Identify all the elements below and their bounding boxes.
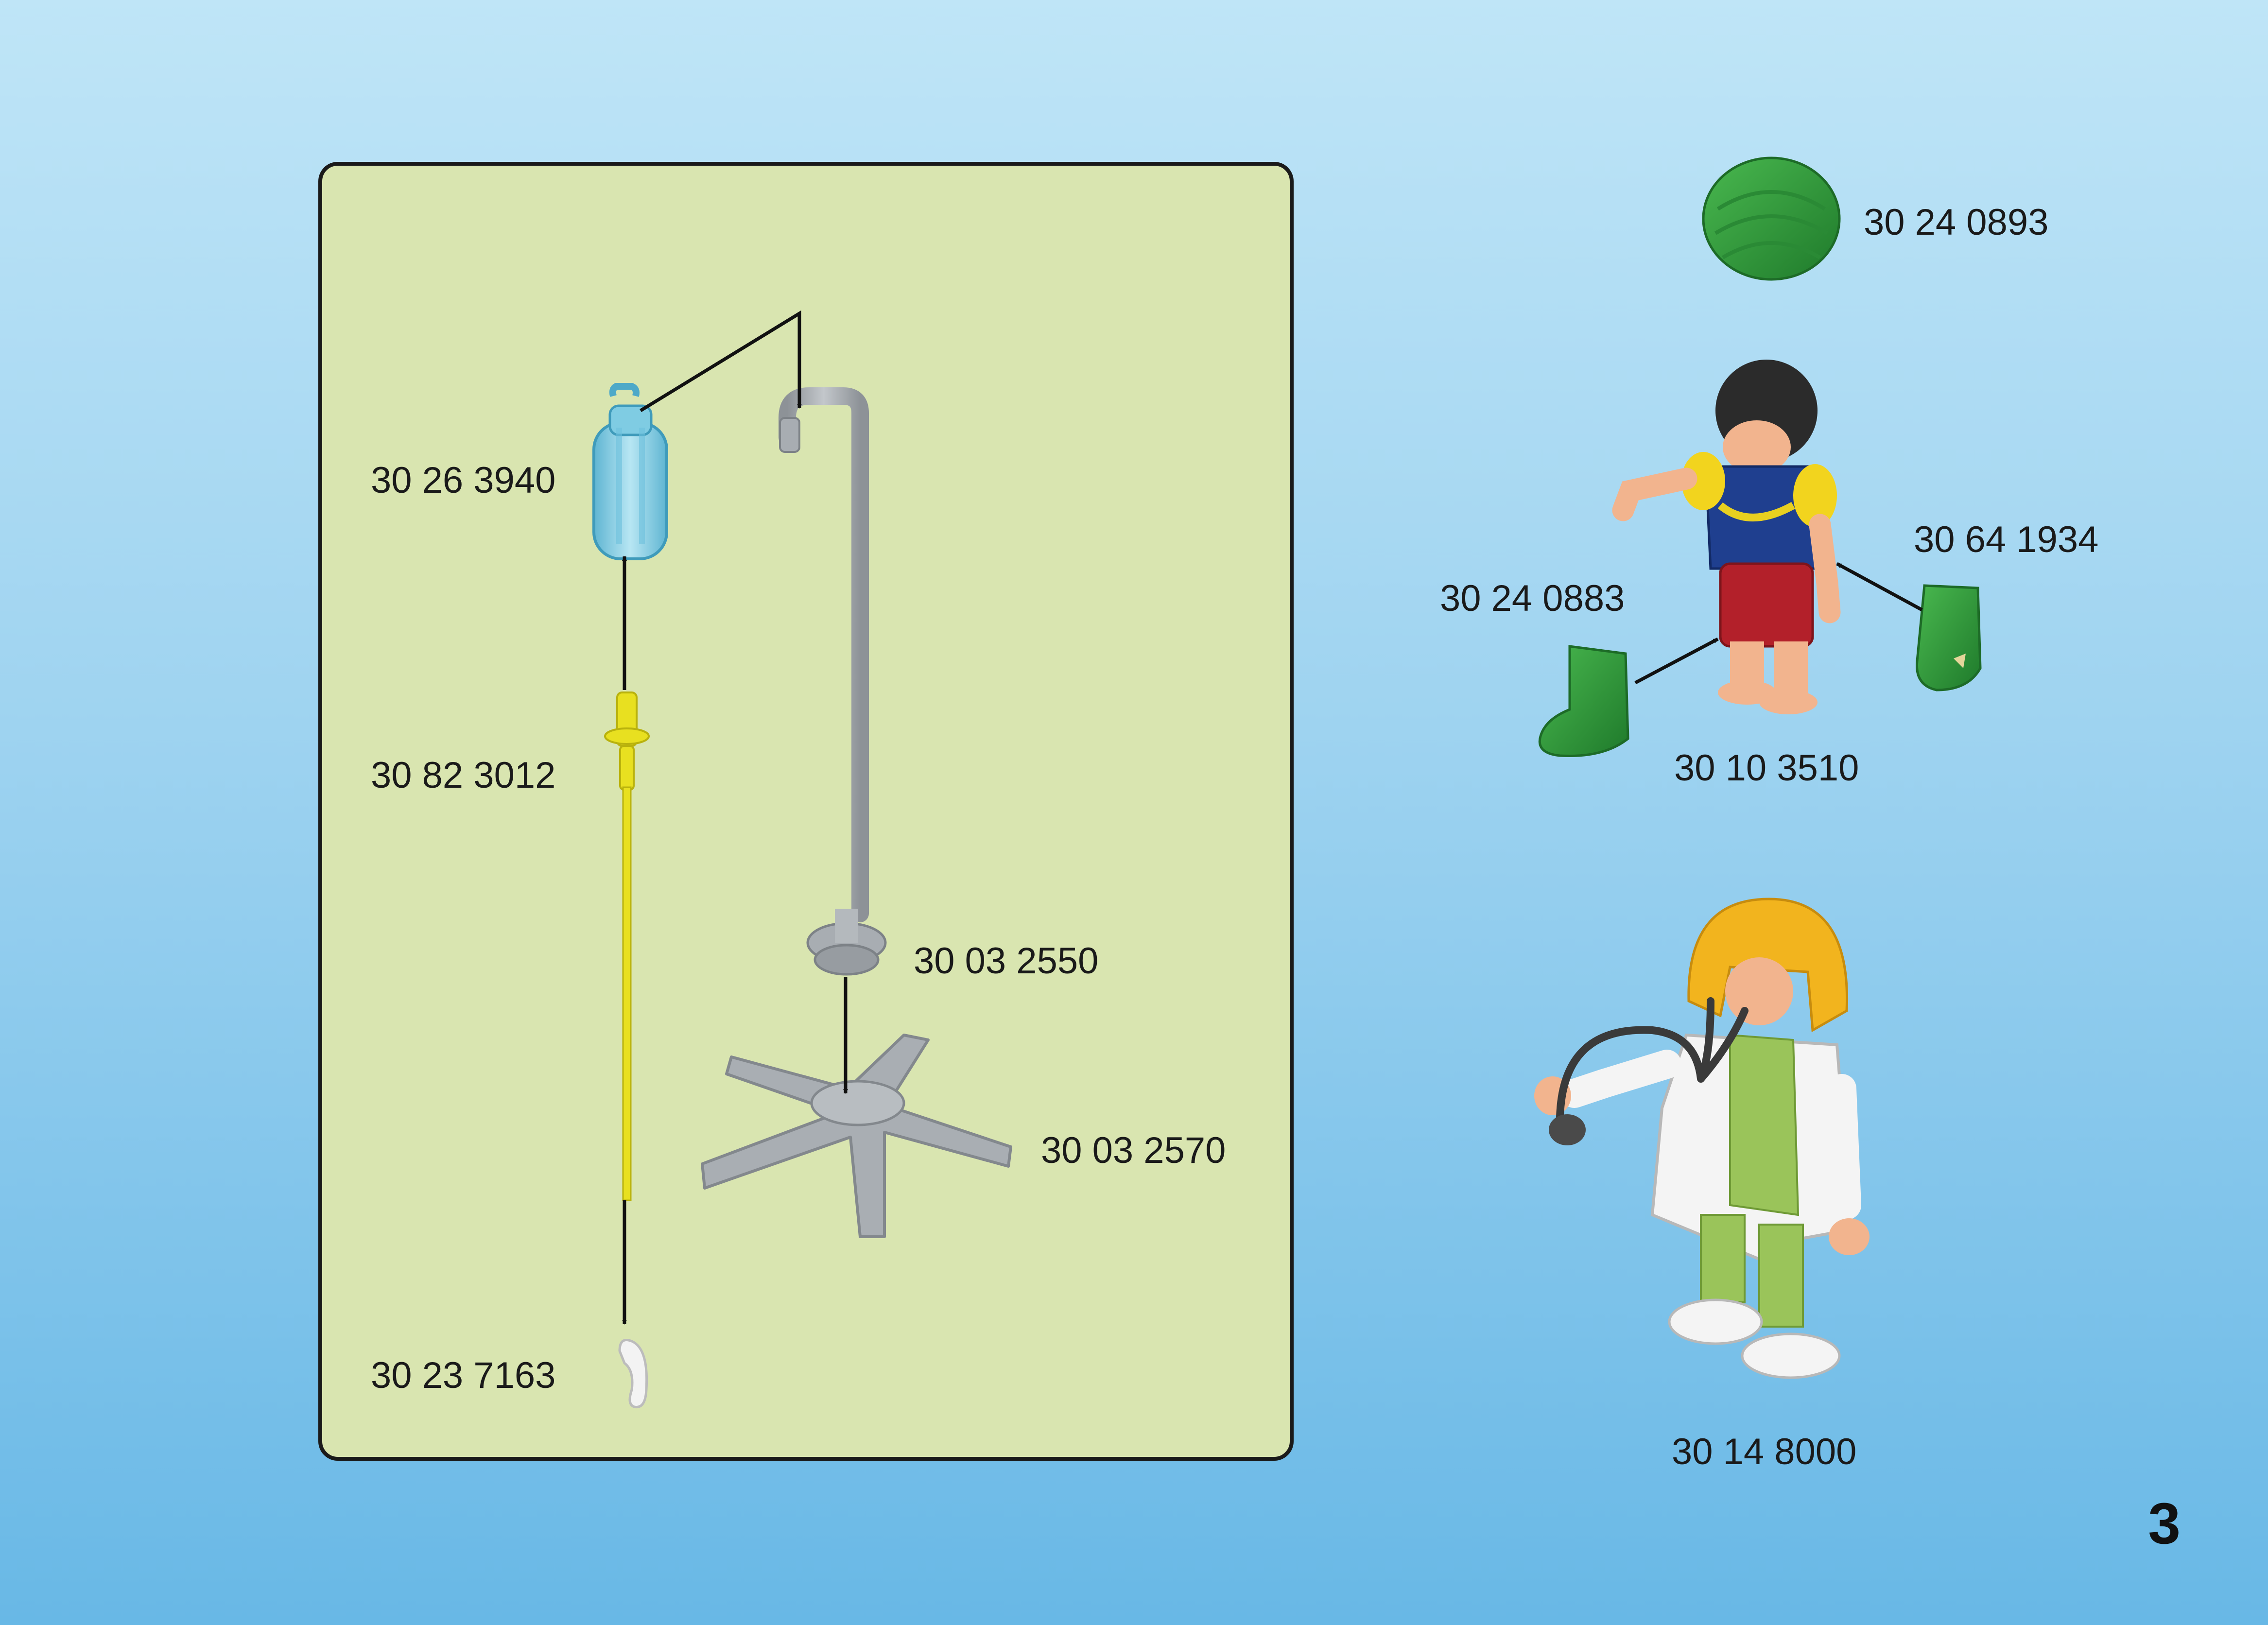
green-sock-part [1917, 586, 1981, 690]
doctor-figure-part [1534, 899, 1870, 1378]
stand-pole-part [780, 396, 885, 974]
part-label-doctor-figure: 30 14 8000 [1672, 1434, 1856, 1470]
part-label-green-hat: 30 24 0893 [1864, 204, 2048, 241]
stand-base-part [702, 1035, 1011, 1237]
iv-bag-part [594, 386, 667, 559]
part-label-child-figure: 30 10 3510 [1674, 750, 1859, 787]
iv-clip-part [620, 1340, 647, 1407]
part-label-stand-base: 30 03 2570 [1041, 1132, 1226, 1169]
part-label-iv-bag: 30 26 3940 [371, 462, 555, 499]
part-label-iv-clip: 30 23 7163 [371, 1357, 555, 1394]
part-label-iv-tube: 30 82 3012 [371, 757, 555, 794]
iv-tube-part [605, 692, 649, 1200]
green-hat-part [1703, 158, 1839, 279]
page-number: 3 [2148, 1494, 2181, 1553]
part-label-green-sock: 30 64 1934 [1914, 521, 2098, 558]
green-boot-part [1540, 646, 1628, 756]
part-label-stand-pole: 30 03 2550 [914, 943, 1098, 980]
part-label-green-boot: 30 24 0883 [1440, 580, 1625, 617]
child-figure-part [1623, 360, 1837, 714]
